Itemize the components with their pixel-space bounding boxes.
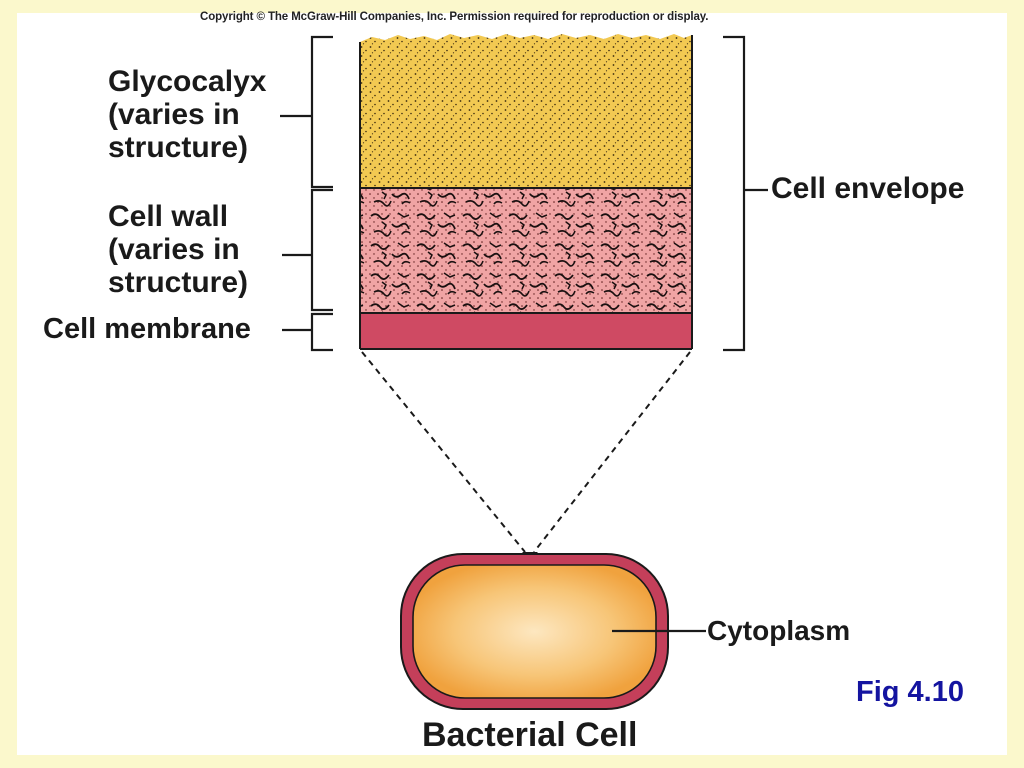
- cell-wall-label: Cell wall (varies in structure): [108, 200, 248, 299]
- glycocalyx-layer: [360, 34, 692, 188]
- cell-wall-label-line-1: Cell wall: [108, 200, 229, 233]
- zoom-lines: [361, 351, 691, 553]
- left-brackets: [280, 35, 333, 352]
- layer-outlines: [359, 35, 693, 350]
- cell-wall-layer: [360, 188, 692, 313]
- cell-envelope-label: Cell envelope: [771, 172, 965, 205]
- cell-membrane-layer: [360, 313, 692, 349]
- glycocalyx-label-line-2: (varies in: [108, 98, 240, 131]
- copyright-notice: Copyright © The McGraw-Hill Companies, I…: [200, 11, 709, 23]
- glycocalyx-label-line-3: structure): [108, 131, 249, 164]
- figure-number: Fig 4.10: [856, 676, 964, 708]
- cell-wall-label-line-3: structure): [108, 266, 249, 299]
- glycocalyx-label: Glycocalyx (varies in structure): [108, 65, 266, 164]
- cytoplasm-label: Cytoplasm: [707, 615, 851, 646]
- cell-membrane-label: Cell membrane: [43, 313, 251, 345]
- cell-envelope-bracket: [723, 35, 768, 352]
- cell-wall-label-line-2: (varies in: [108, 233, 240, 266]
- bacterial-cell-label: Bacterial Cell: [422, 716, 638, 754]
- glycocalyx-label-line-1: Glycocalyx: [108, 65, 267, 98]
- bacterial-cell: [400, 553, 669, 710]
